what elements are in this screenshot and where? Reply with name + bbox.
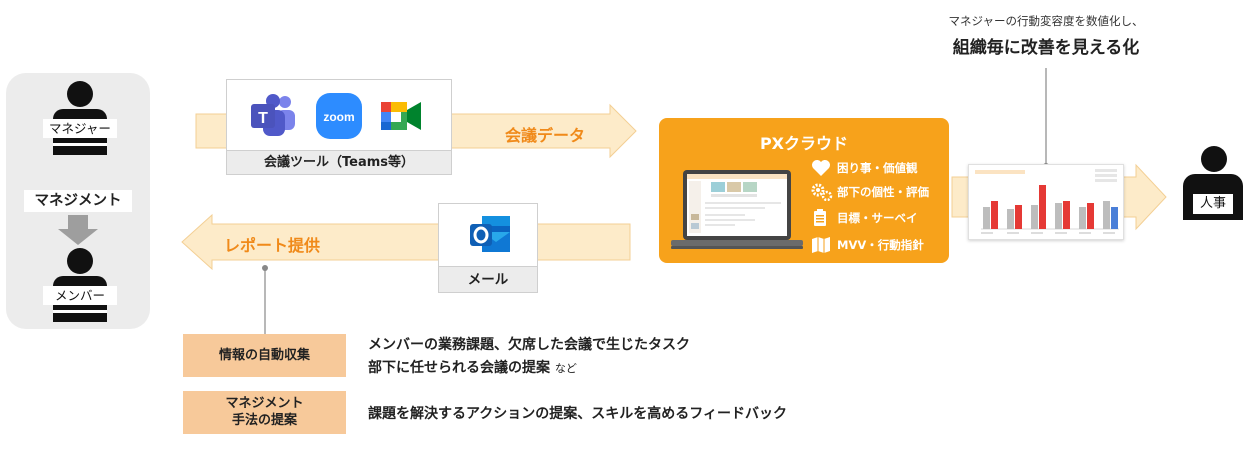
- dashboard-bar: [1015, 205, 1022, 229]
- manager-label: マネジャー: [43, 119, 117, 138]
- dashboard-chart: [975, 169, 1119, 234]
- heart-icon: [812, 160, 830, 176]
- dashboard-bar: [991, 201, 998, 229]
- map-icon: [812, 237, 830, 253]
- zoom-icon: zoom: [316, 93, 362, 139]
- dashboard-bar: [1079, 207, 1086, 229]
- hr-person-icon: 人事: [1181, 146, 1245, 220]
- dashboard-bar: [1039, 185, 1046, 229]
- left-people-panel: マネジャー マネジメント メンバー: [6, 73, 150, 329]
- dashboard-bar: [1111, 207, 1118, 229]
- hr-label: 人事: [1193, 194, 1233, 214]
- report-label: レポート提供: [224, 236, 321, 255]
- member-label: メンバー: [43, 286, 117, 305]
- dashboard-bar: [1031, 205, 1038, 229]
- note-line2: 組織毎に改善を見える化: [952, 38, 1140, 58]
- auto-collect-line2: 部下に任せられる会議の提案 など: [368, 360, 577, 376]
- dashboard-bar: [1087, 203, 1094, 229]
- svg-text:T: T: [258, 110, 268, 127]
- zoom-text: zoom: [323, 110, 354, 124]
- google-meet-icon: [381, 102, 421, 130]
- px-cloud-title: PXクラウド: [759, 134, 849, 153]
- note-line1: マネジャーの行動変容度を数値化し、: [948, 14, 1144, 28]
- auto-collect-suffix: など: [554, 362, 577, 375]
- meeting-tools-box: T zoom 会議ツール（Teams等）: [226, 79, 452, 175]
- laptop-icon: [671, 170, 803, 249]
- method-line2: 手法の提案: [231, 413, 297, 428]
- teams-icon: T: [251, 94, 295, 136]
- meeting-data-label: 会議データ: [505, 126, 586, 145]
- method-line1: マネジメント: [225, 396, 304, 411]
- dashboard-bar: [1103, 201, 1110, 229]
- dashboard-chart-card: [968, 164, 1124, 240]
- management-label: マネジメント: [24, 190, 132, 212]
- dashboard-bar: [1055, 203, 1062, 229]
- auto-collect-line1: メンバーの業務課題、欠席した会議で生じたタスク: [368, 337, 690, 353]
- mail-box: メール: [438, 203, 538, 293]
- px-cloud-box: PXクラウド 困り事・価値観 部下の個性・評価: [659, 118, 949, 263]
- auto-collect-box: 情報の自動収集: [183, 334, 346, 377]
- method-text: 課題を解決するアクションの提案、スキルを高めるフィードバック: [368, 406, 788, 422]
- dashboard-bar: [983, 207, 990, 229]
- gears-icon: [811, 183, 833, 201]
- down-arrow-icon: [58, 215, 98, 245]
- method-box: マネジメント 手法の提案: [183, 391, 346, 434]
- meeting-tools-label: 会議ツール（Teams等）: [227, 150, 451, 174]
- clipboard-icon: [814, 209, 826, 226]
- dashboard-bar: [1063, 201, 1070, 229]
- mail-label: メール: [439, 266, 537, 292]
- outlook-icon: [470, 216, 510, 252]
- dashboard-bar: [1007, 209, 1014, 229]
